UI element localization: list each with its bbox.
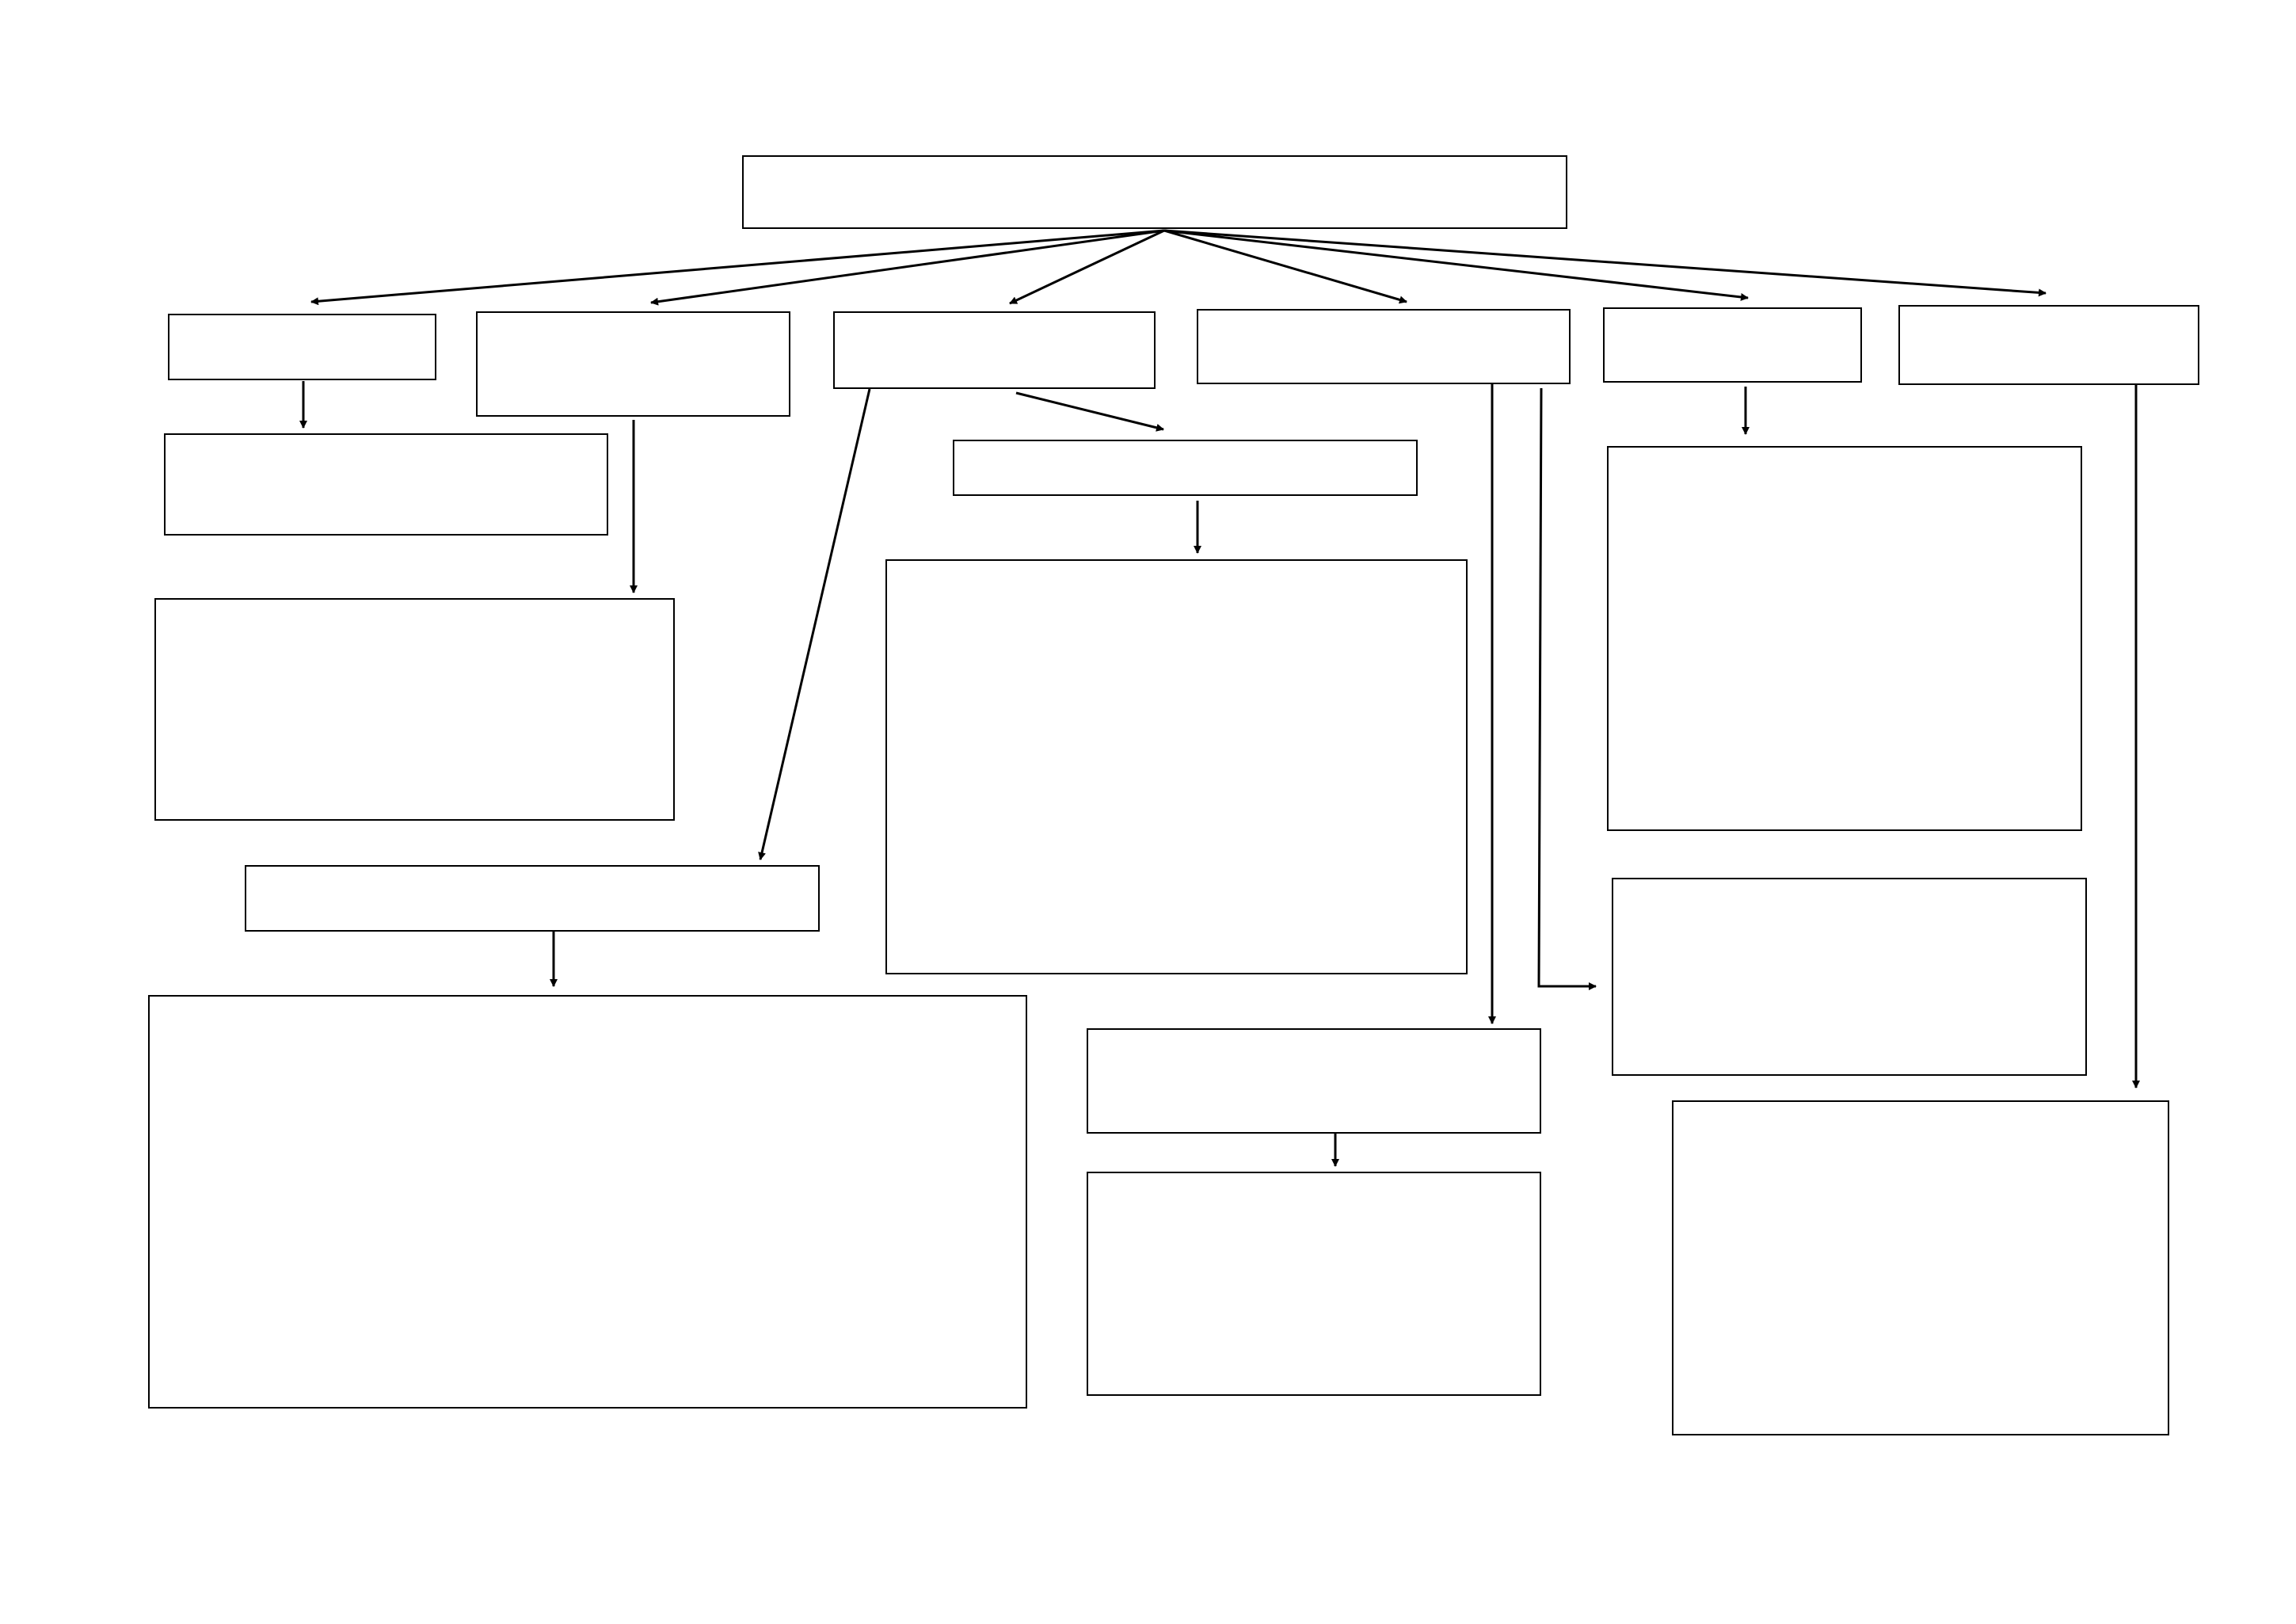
connector-arrow-root-to-l1c <box>1009 229 1165 305</box>
level1-box-5 <box>1603 307 1862 383</box>
connector-arrow-l1c-to-c4 <box>1015 391 1164 432</box>
branch3-box-large <box>148 995 1027 1409</box>
branch3-box-wide <box>245 865 820 932</box>
branch3-box-strip <box>953 440 1418 496</box>
branch2-box-1 <box>154 598 675 821</box>
level1-box-4 <box>1197 309 1571 384</box>
connector-arrow-root-to-l1e <box>1163 229 1749 301</box>
connector-arrow-root-to-l1d <box>1163 229 1407 304</box>
branch1-box-1 <box>164 433 608 536</box>
branch5-box-1 <box>1607 446 2082 831</box>
level1-box-2 <box>476 311 790 417</box>
connector-arrow-l1c-to-c2 <box>758 388 871 860</box>
branch4-box-1 <box>1087 1028 1541 1134</box>
connector-arrow-l1d-to-e3 <box>1537 387 1597 990</box>
branch5-box-2 <box>1612 878 2087 1076</box>
connector-arrow-root-to-l1b <box>650 229 1165 306</box>
connector-arrow-root-to-l1f <box>1163 229 2047 297</box>
branch3-box-tall <box>885 559 1468 974</box>
level1-box-1 <box>168 314 436 380</box>
root-box <box>742 155 1567 229</box>
branch4-box-2 <box>1087 1172 1541 1396</box>
level1-box-3 <box>833 311 1156 389</box>
level1-box-6 <box>1898 305 2199 385</box>
connector-arrow-root-to-l1a <box>310 229 1165 306</box>
branch6-box-1 <box>1672 1100 2169 1435</box>
